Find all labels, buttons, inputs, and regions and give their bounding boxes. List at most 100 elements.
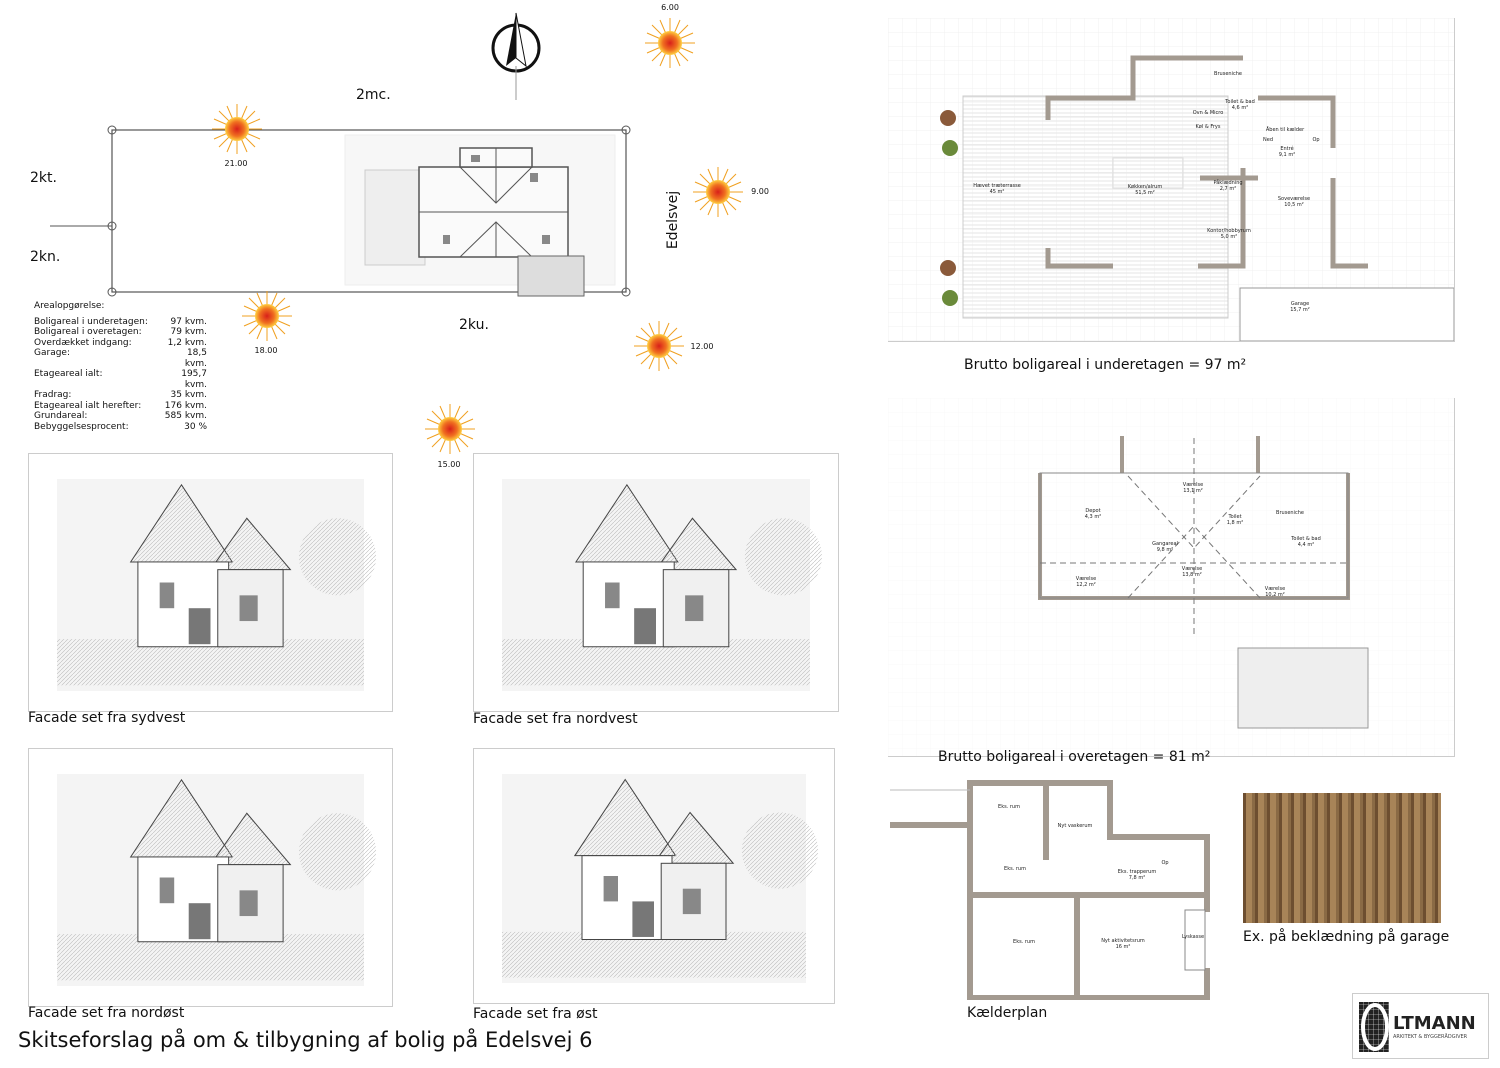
room-name: Entré [1280,146,1294,152]
area-table-row: Bebyggelsesprocent:30 % [34,422,207,433]
neighbor-label-west-top: 2kt. [30,170,57,186]
area-label: Garage: [34,348,70,358]
sun-icon [212,104,262,154]
area-value: 35 kvm. [170,390,207,400]
sun-icon [693,167,743,217]
facade-rendering [28,453,393,712]
room-name: Toilet & bad [1225,99,1255,105]
area-table-row: Boligareal i overetagen: 79 kvm. [34,327,207,338]
sun-time-label: 21.00 [224,159,248,168]
room-label: Nyt vaskerum [1058,823,1093,829]
room-name: Værelse [1264,586,1286,592]
room-name: Toilet [1228,514,1242,520]
sun-time-label: 6.00 [661,3,679,12]
room-name: Hævet træterrasse [973,183,1021,189]
plan-note: Op [1161,860,1169,866]
room-area: 16 m² [1115,944,1131,950]
sun-time-label: 9.00 [751,187,769,196]
house-sketch-icon [57,774,377,986]
area-value: 1,2 kvm. [167,337,207,348]
cladding-caption: Ex. på beklædning på garage [1243,929,1450,945]
facade-rendering [473,748,835,1004]
room-area: 5,0 m² [1220,234,1238,240]
room-name: Påklædning [1213,180,1243,186]
area-label: Overdækket indgang: [34,337,132,348]
area-table-row: Boligareal i underetagen:97 kvm. [34,317,207,328]
sun-icon [634,321,684,371]
room-area: 15,7 m² [1290,307,1310,313]
room-area: 7,8 m² [1128,875,1146,881]
area-table-row: Etageareal ialt herefter: 176 kvm. [34,401,207,412]
area-label: Boligareal i underetagen: [34,316,148,327]
sun-time-label: 18.00 [254,346,278,355]
sun-icon [645,18,695,68]
room-name: Toilet & bad [1291,536,1321,542]
room-name: Nyt aktivitetsrum [1101,938,1145,944]
area-table-row: Garage: 18,5 kvm. [34,348,207,369]
basement-plan [890,780,1210,1000]
area-value: 30 % [184,421,207,432]
house-sketch-icon [502,479,822,691]
area-table-row: Fradrag: 35 kvm. [34,390,207,401]
room-name: Værelse [1075,576,1097,582]
facade-caption: Facade set fra øst [473,1006,598,1022]
facade-caption: Facade set fra nordvest [473,711,638,727]
north-arrow-icon [491,12,541,100]
area-label: Etageareal ialt herefter: [34,400,142,411]
plan-note: Åben til kælder [1265,127,1305,133]
road-label: Edelsvej [665,190,682,250]
room-area: 12,2 m² [1076,582,1096,588]
ground-floor-caption: Brutto boligareal i underetagen = 97 m² [964,357,1247,373]
area-value: 585 kvm. [164,411,207,421]
neighbor-label-north: 2mc. [356,87,391,103]
room-area: 51,5 m² [1135,190,1155,196]
room-area: 4,6 m² [1231,105,1249,111]
area-value: 79 kvm. [170,327,207,337]
ground-floor-plan [888,18,1455,342]
area-label: Boligareal i overetagen: [34,327,142,337]
room-name: Eks. rum [1004,866,1026,872]
area-table-row: Etageareal ialt: 195,7 kvm. [34,369,207,390]
logo-mark-icon: LTMANN ARKITEKT & BYGGERÅDGIVER [1359,1002,1476,1052]
area-value: 176 kvm. [164,400,207,411]
area-table-row: Overdækket indgang: 1,2 kvm. [34,338,207,349]
facade-rendering [473,453,839,712]
area-table: Arealopgørelse: Boligareal i underetagen… [34,301,207,432]
room-name: Værelse [1182,482,1204,488]
room-name: Værelse [1181,566,1203,572]
area-label: Etageareal ialt: [34,369,103,379]
room-area: 9,1 m² [1278,152,1296,158]
sheet-title: Skitseforslag på om & tilbygning af boli… [18,1028,593,1052]
room-name: Eks. rum [1013,939,1035,945]
room-area: 10,2 m² [1265,592,1285,598]
room-name: Kontor/hobbyrum [1207,228,1251,234]
neighbor-label-south: 2ku. [459,317,489,333]
sun-icon [242,291,292,341]
plan-note: Køl & Frys [1195,124,1221,130]
room-name: Eks. rum [998,804,1020,810]
plan-note: Bruseniche [1214,71,1242,77]
svg-text:ARKITEKT & BYGGERÅDGIVER: ARKITEKT & BYGGERÅDGIVER [1393,1033,1468,1040]
area-value: 195,7 kvm. [181,369,207,390]
svg-text:LTMANN: LTMANN [1393,1013,1476,1034]
area-value: 18,5 kvm. [184,348,207,369]
area-label: Fradrag: [34,390,72,400]
room-label: Eks. rum [998,804,1020,810]
room-area: 13,8 m² [1182,572,1202,578]
room-name: Eks. trapperum [1117,869,1157,875]
room-label: Eks. rum [1013,939,1035,945]
room-area: 45 m² [989,189,1005,195]
plan-note: Ned [1263,137,1273,143]
sun-icon [425,404,475,454]
